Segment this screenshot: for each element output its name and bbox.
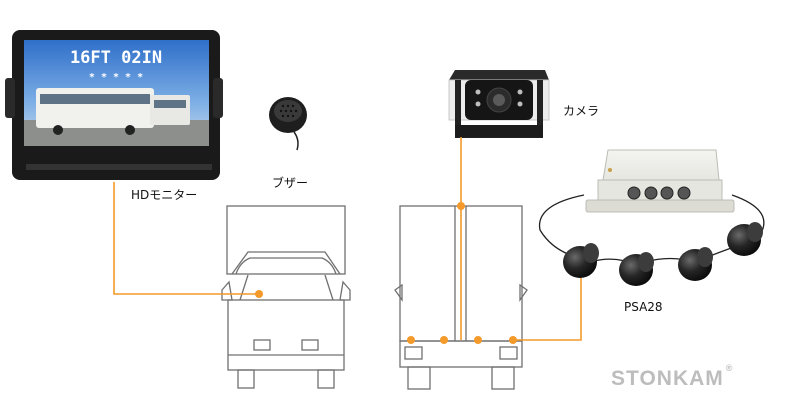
buzzer-label: ブザー xyxy=(272,176,309,190)
brand-name: STONKAM xyxy=(611,367,724,390)
brand-logo: STONKAM® xyxy=(611,363,733,391)
truck-front-view xyxy=(221,205,351,389)
wiring xyxy=(113,137,582,341)
registered-mark: ® xyxy=(725,363,734,373)
wire-junctions xyxy=(255,202,517,344)
control-box xyxy=(585,149,735,213)
camera-label: カメラ xyxy=(563,104,600,118)
monitor-distance-readout: 16FT 02IN xyxy=(70,48,162,68)
control-box-connectors xyxy=(627,186,691,200)
hd-monitor: 16FT 02IN * * * * * xyxy=(5,30,223,180)
camera xyxy=(448,70,550,138)
monitor-stars: * * * * * xyxy=(89,72,143,83)
sensor-1 xyxy=(563,243,599,278)
sensor-4 xyxy=(727,222,763,256)
sensor-kit-label: PSA28 xyxy=(624,300,663,314)
monitor-label: HDモニター xyxy=(131,188,198,202)
sensor-2 xyxy=(619,252,654,286)
sensor-3 xyxy=(678,247,713,281)
buzzer xyxy=(269,97,307,151)
